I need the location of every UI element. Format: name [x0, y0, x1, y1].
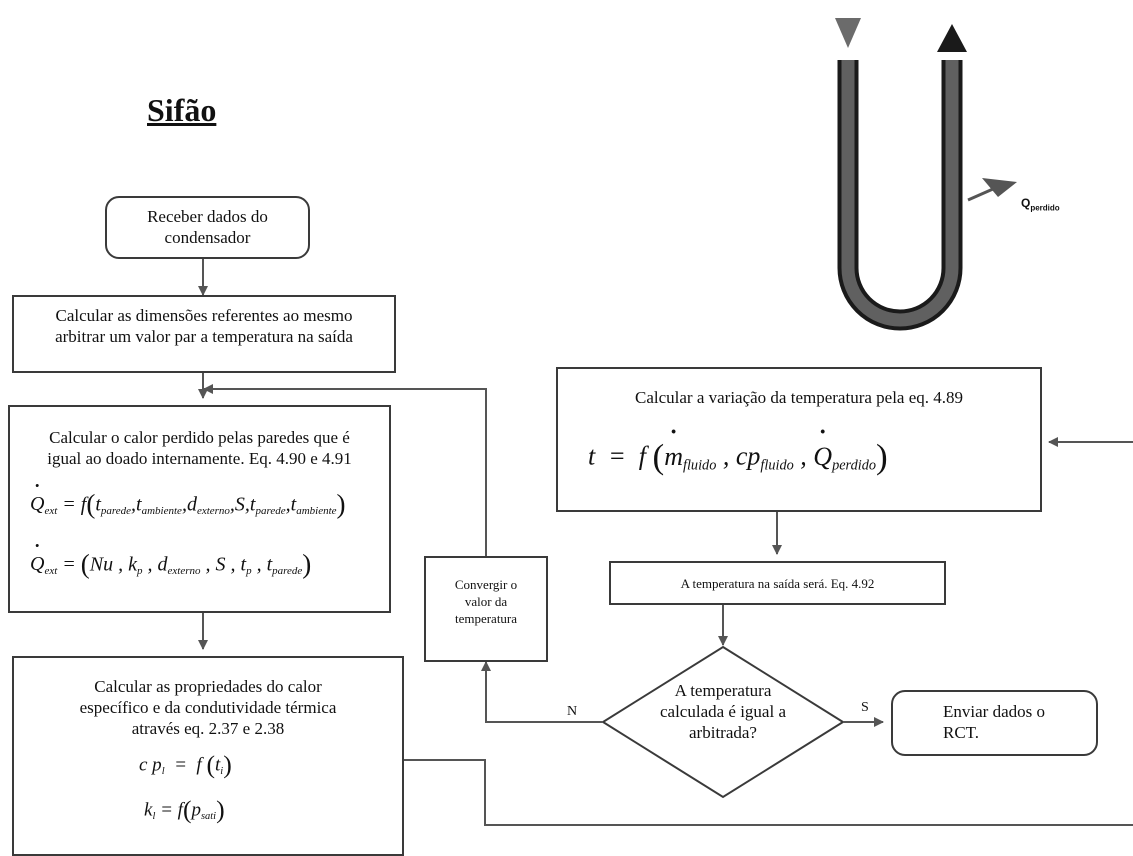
heat-loss-line-1: Calcular o calor perdido pelas paredes q…: [49, 428, 350, 447]
yes-branch-label: S: [861, 700, 869, 715]
properties-line-2: específico e da condutividade térmica: [79, 698, 337, 717]
u-tube-body: [841, 60, 959, 327]
equation-cp: c pl = f (ti): [139, 750, 232, 779]
decision-diamond: [601, 645, 845, 799]
converge-box[interactable]: Convergir o valor da temperatura: [424, 556, 548, 662]
properties-box[interactable]: Calcular as propriedades do calor especí…: [12, 656, 404, 856]
heat-loss-arrow: [982, 178, 1017, 197]
receive-data-box[interactable]: Receber dados do condensador: [105, 196, 310, 259]
equation-k: kl = f(psati): [144, 795, 225, 824]
heat-loss-box[interactable]: Calcular o calor perdido pelas paredes q…: [8, 405, 391, 613]
receive-data-text: Receber dados do condensador: [147, 207, 268, 247]
outlet-arrow: [937, 24, 967, 52]
send-data-text: Enviar dados o RCT.: [943, 702, 1045, 742]
outlet-temperature-box[interactable]: A temperatura na saída será. Eq. 4.92: [609, 561, 946, 605]
decision-text: A temperatura calculada é igual a arbitr…: [659, 681, 786, 742]
variation-box[interactable]: Calcular a variação da temperatura pela …: [556, 367, 1042, 512]
loop-line-bottom: [404, 759, 1133, 826]
heat-loss-line: [967, 187, 994, 202]
dimensions-line-2: arbitrar um valor par a temperatura na s…: [55, 327, 353, 346]
arrow-converge-loop: [203, 384, 487, 556]
send-data-box[interactable]: Enviar dados o RCT.: [891, 690, 1098, 756]
u-tube-outline: [837, 60, 963, 331]
u-tube-illustration: [835, 18, 1017, 331]
equation-q-ext-2: Qext = (Nu , kp , dexterno , S , tp , tp…: [30, 541, 311, 580]
heat-loss-line-2: igual ao doado internamente. Eq. 4.90 e …: [47, 449, 352, 468]
properties-line-1: Calcular as propriedades do calor: [94, 677, 322, 696]
dimensions-box[interactable]: Calcular as dimensões referentes ao mesm…: [12, 295, 396, 373]
heat-loss-label: Qperdido: [1021, 196, 1060, 213]
inlet-arrow: [835, 18, 861, 48]
equation-q-ext-1: Qext = f(tparede,tambiente,dexterno,S,tp…: [30, 481, 346, 520]
no-branch-label: N: [567, 704, 578, 719]
equation-t: t = f (mfluido , cpfluido , Qperdido): [588, 425, 888, 477]
arrow-no-branch: [481, 661, 603, 723]
converge-text: Convergir o valor da temperatura: [454, 577, 518, 626]
dimensions-line-1: Calcular as dimensões referentes ao mesm…: [55, 306, 353, 325]
variation-text: Calcular a variação da temperatura pela …: [634, 388, 964, 407]
properties-line-3: através eq. 2.37 e 2.38: [131, 719, 285, 738]
page-title: Sifão: [147, 92, 217, 128]
outlet-temperature-text: A temperatura na saída será. Eq. 4.92: [680, 576, 875, 591]
